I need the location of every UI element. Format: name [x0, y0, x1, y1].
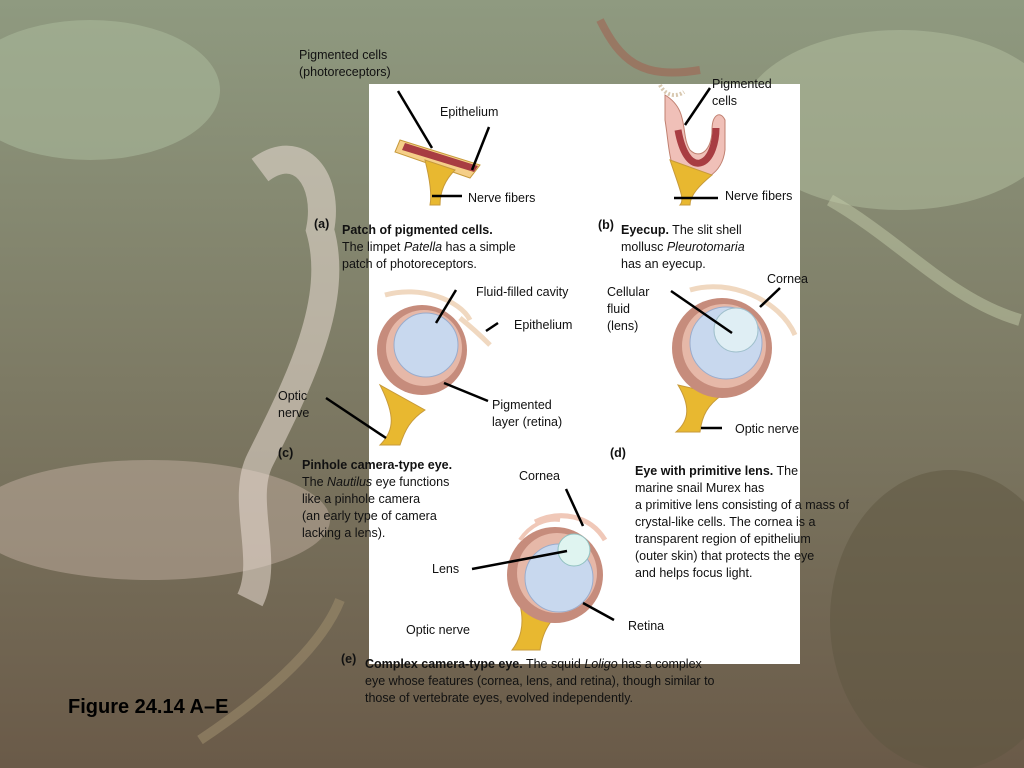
label-epithelium-c: Epithelium	[514, 318, 573, 332]
panel-tag-d: (d)	[610, 446, 626, 460]
caption-b: Eyecup. The slit shell mollusc Pleurotom…	[621, 223, 745, 271]
eyecup-illustration	[658, 83, 726, 206]
leader-line	[670, 289, 733, 335]
leader-line	[759, 287, 781, 308]
leader-line	[325, 396, 387, 440]
caption-c: Pinhole camera-type eye. The Nautilus ey…	[302, 458, 453, 540]
label-pigmented-layer: Pigmented layer (retina)	[492, 398, 563, 429]
label-retina-e: Retina	[628, 619, 665, 633]
panel-tag-a: (a)	[314, 217, 330, 231]
label-optic-nerve-e: Optic nerve	[406, 623, 470, 637]
leader-line	[683, 87, 712, 126]
panel-tag-c: (c)	[278, 446, 294, 460]
label-nerve-fibers-a: Nerve fibers	[468, 191, 536, 205]
label-cornea-d: Cornea	[767, 272, 808, 286]
leader-line	[396, 90, 434, 149]
pinhole-eye-illustration	[377, 289, 492, 446]
leader-line	[564, 488, 585, 527]
label-epithelium-a: Epithelium	[440, 105, 499, 119]
label-pigmented-cells-b: Pigmented cells	[712, 77, 772, 108]
caption-a: Patch of pigmented cells. The limpet Pat…	[342, 223, 516, 271]
label-lens-e: Lens	[432, 562, 460, 576]
label-nerve-fibers-b: Nerve fibers	[725, 189, 793, 203]
leader-line	[443, 381, 489, 403]
caption-e: Complex camera-type eye. The squid Lolig…	[365, 657, 715, 705]
leader-line	[485, 321, 499, 333]
label-optic-nerve-d: Optic nerve	[735, 422, 799, 436]
patch-of-pigmented-cells-illustration	[394, 139, 481, 206]
label-cellular-fluid: Cellular fluid (lens)	[607, 285, 650, 333]
leader-line	[434, 289, 458, 324]
complex-eye-illustration	[507, 513, 608, 651]
leader-line	[470, 126, 491, 171]
label-optic-nerve-c: Optic nerve	[278, 389, 310, 420]
label-cornea-e: Cornea	[519, 469, 560, 483]
panel-tag-b: (b)	[598, 218, 614, 232]
leader-line	[582, 601, 615, 622]
primitive-lens-eye-illustration	[672, 284, 798, 433]
caption-d: Eye with primitive lens. The marine snai…	[635, 464, 849, 580]
label-pigmented-cells-a: Pigmented cells (photoreceptors)	[299, 48, 391, 79]
leader-line	[471, 549, 568, 571]
panel-tag-e: (e)	[341, 652, 357, 666]
label-fluid-filled-cavity: Fluid-filled cavity	[476, 285, 569, 299]
figure-title: Figure 24.14 A–E	[68, 696, 229, 718]
